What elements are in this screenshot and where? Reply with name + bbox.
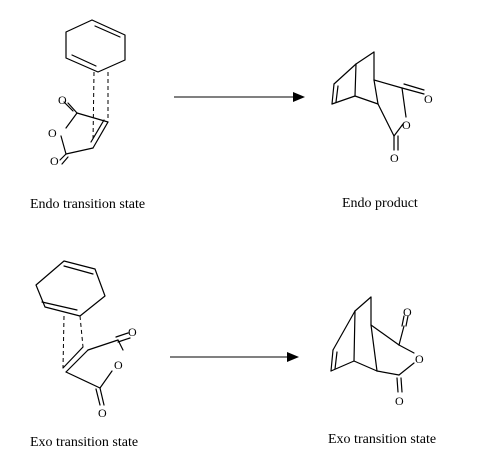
- atom-label-o: O: [395, 394, 404, 408]
- atom-label-o: O: [415, 352, 424, 366]
- caption-exo-product: Exo transition state: [328, 432, 436, 447]
- caption-endo-product: Endo product: [342, 196, 418, 211]
- endo-product: O O O: [331, 51, 433, 165]
- endo-ts-dienophile: [59, 101, 109, 165]
- atom-label-o: O: [58, 93, 67, 107]
- forming-bond-dash: [62, 315, 65, 369]
- endo-transition-state: O O O: [48, 19, 126, 168]
- exo-product: O O O: [330, 296, 424, 408]
- atom-label-o: O: [390, 151, 399, 165]
- atom-label-o: O: [424, 92, 433, 106]
- atom-label-o: O: [114, 358, 123, 372]
- atom-label-o: O: [48, 126, 57, 140]
- reaction-arrow-1: [174, 92, 305, 102]
- exo-ts-diene: [35, 260, 106, 317]
- atom-label-o: O: [402, 118, 411, 132]
- reaction-arrow-2: [170, 352, 299, 362]
- atom-label-o: O: [403, 305, 412, 319]
- exo-transition-state: O O O: [35, 260, 137, 420]
- forming-bond-dash: [79, 315, 84, 348]
- atom-label-o: O: [98, 406, 107, 420]
- forming-bond-dash: [92, 71, 95, 143]
- exo-ts-dienophile: [62, 332, 131, 406]
- caption-exo-ts: Exo transition state: [30, 435, 138, 450]
- caption-endo-ts: Endo transition state: [30, 197, 145, 212]
- atom-label-o: O: [128, 325, 137, 339]
- endo-ts-diene: [65, 19, 126, 73]
- atom-label-o: O: [50, 154, 59, 168]
